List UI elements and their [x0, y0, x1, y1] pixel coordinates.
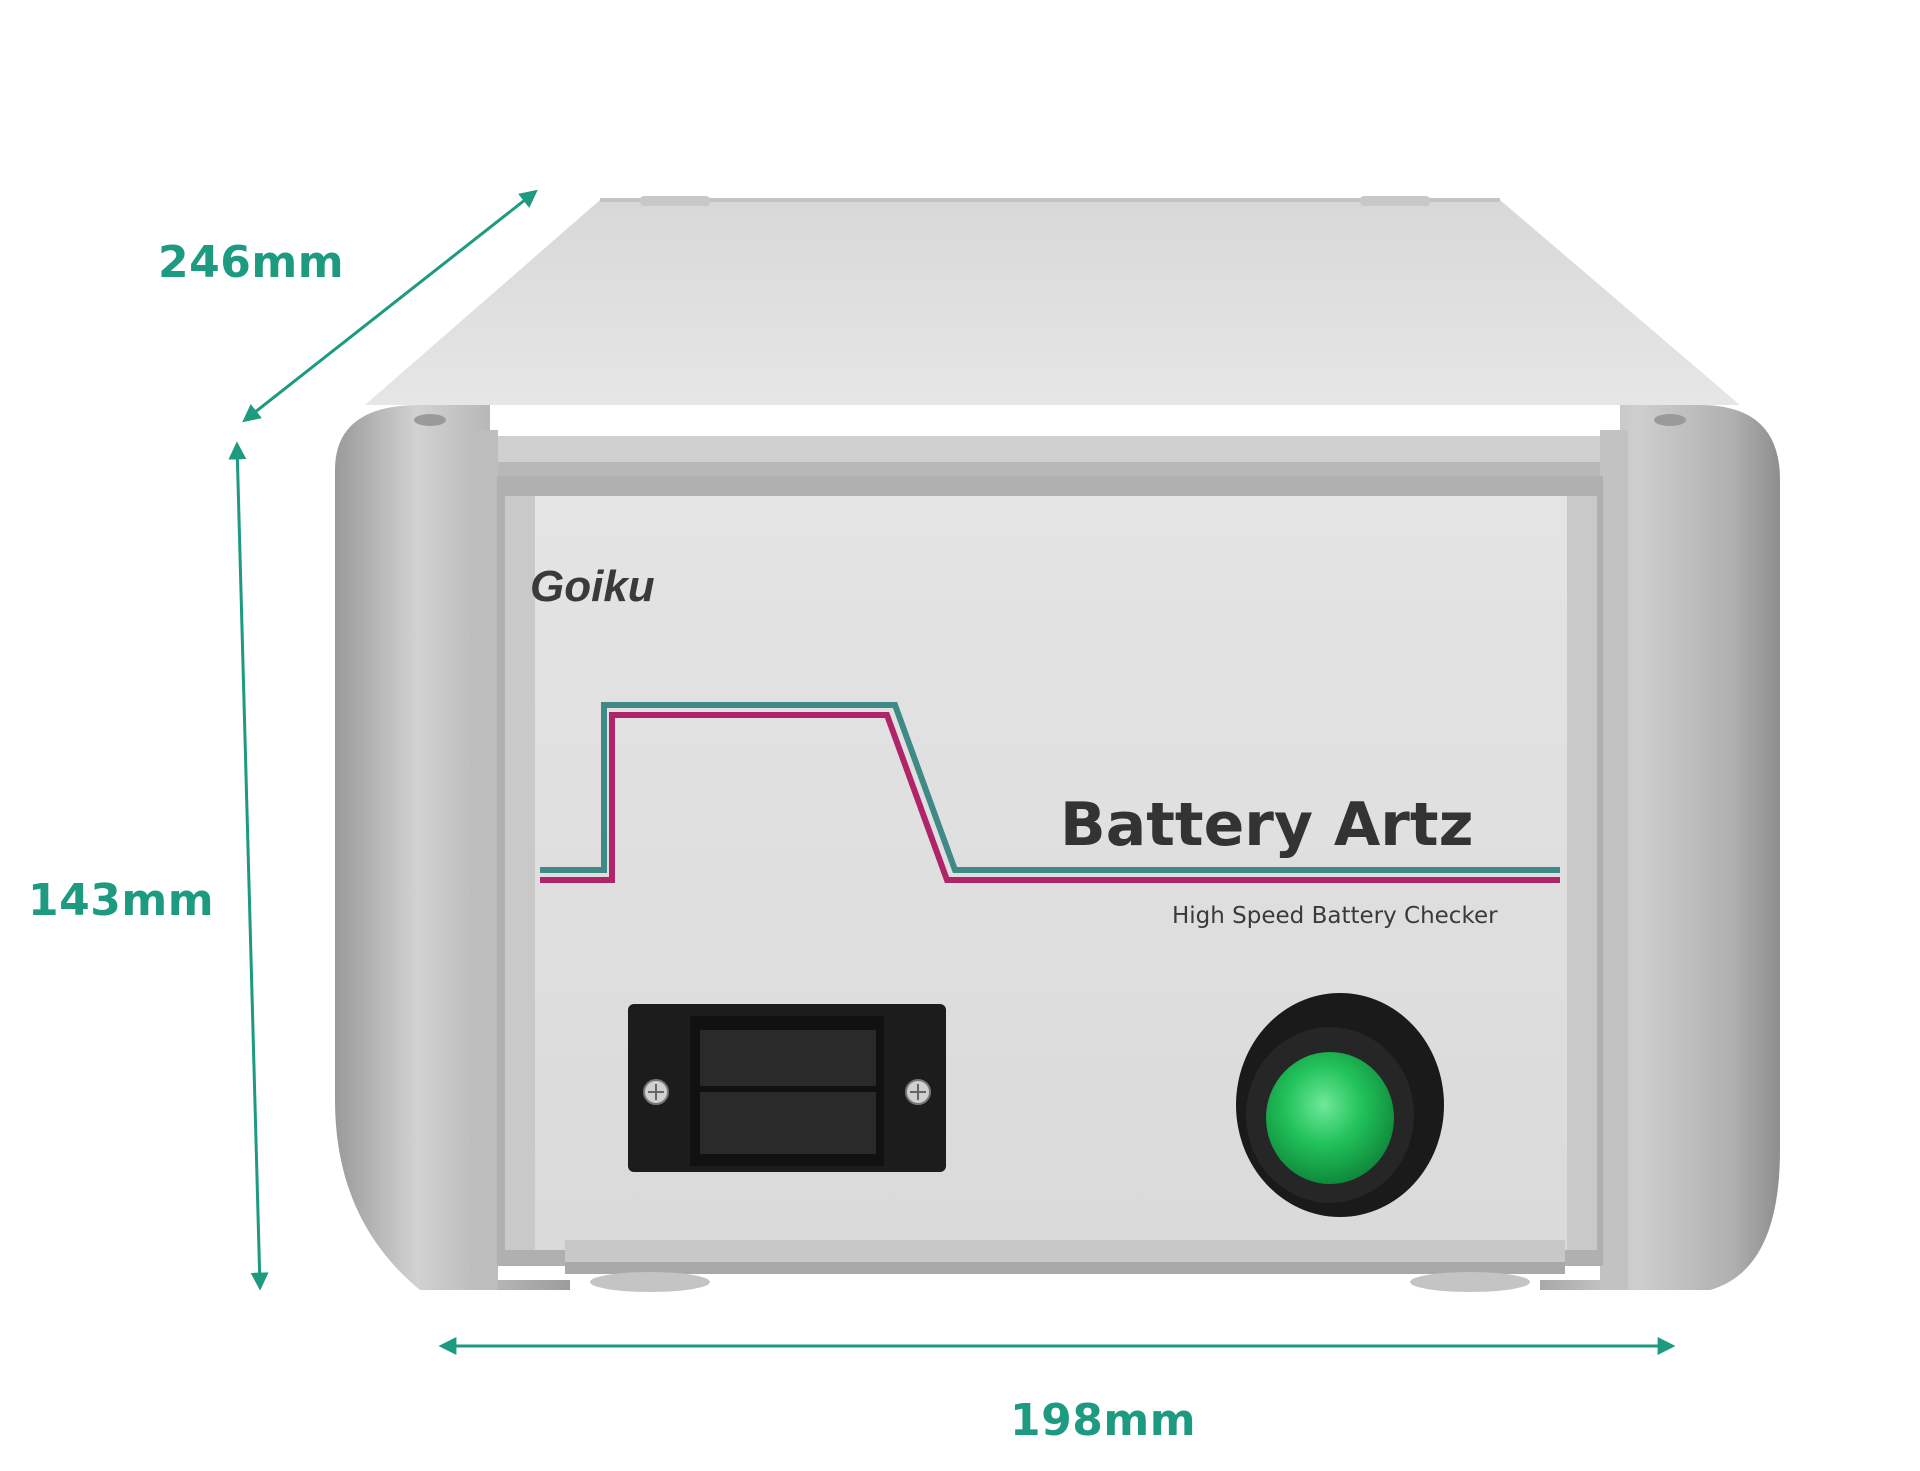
case-top — [365, 196, 1740, 405]
case-left-side — [335, 405, 570, 1290]
depth-arrow — [242, 189, 538, 423]
brand-logo: Goiku — [530, 562, 655, 611]
battery-connector — [628, 1004, 946, 1172]
case-top-rail — [470, 436, 1630, 476]
height-dimension-label: 143mm — [28, 875, 215, 926]
product-tagline: High Speed Battery Checker — [1172, 903, 1498, 929]
depth-dimension-label: 246mm — [158, 237, 345, 288]
start-push-button — [1236, 993, 1444, 1217]
width-dimension-label: 198mm — [1010, 1395, 1197, 1446]
waveform-magenta-line — [540, 712, 1560, 883]
dimension-arrows — [228, 189, 1676, 1355]
waveform-teal-line — [540, 702, 1560, 873]
case-right-side — [1540, 405, 1780, 1290]
product-name: Battery Artz — [1060, 790, 1474, 860]
case-bottom-rail — [565, 1240, 1565, 1292]
height-arrow — [228, 441, 269, 1291]
waveform-graphic — [540, 702, 1560, 883]
